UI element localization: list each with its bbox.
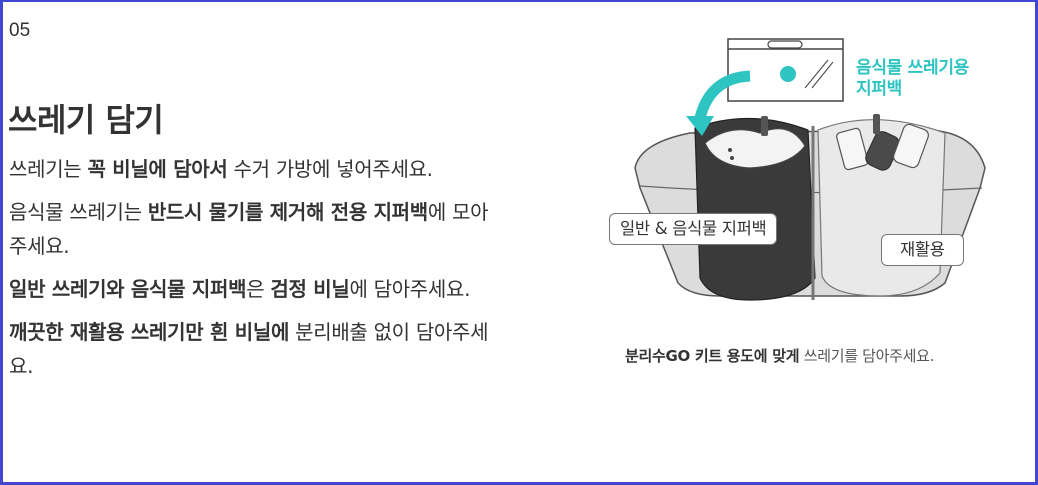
instruction-1: 쓰레기는 꼭 비닐에 담아서 수거 가방에 넣어주세요. bbox=[9, 157, 433, 181]
sorting-kit-illustration bbox=[634, 38, 986, 301]
instruction-4: 깨끗한 재활용 쓰레기만 흰 비닐에 분리배출 없이 담아주세요. bbox=[9, 320, 489, 378]
zipper-bag-label: 음식물 쓰레기용 지퍼백 bbox=[856, 58, 969, 99]
instruction-3: 일반 쓰레기와 음식물 지퍼백은 검정 비닐에 담아주세요. bbox=[9, 277, 471, 301]
illustration-caption: 분리수GO 키트 용도에 맞게 쓰레기를 담아주세요. bbox=[625, 347, 935, 365]
recycle-tag: 재활용 bbox=[881, 234, 964, 266]
section-title: 쓰레기 담기 bbox=[8, 101, 164, 139]
step-number: 05 bbox=[9, 20, 31, 41]
instruction-2: 음식물 쓰레기는 반드시 물기를 제거해 전용 지퍼백에 모아주세요. bbox=[9, 200, 489, 258]
instructions: 쓰레기는 꼭 비닐에 담아서 수거 가방에 넣어주세요. 음식물 쓰레기는 반드… bbox=[9, 152, 499, 392]
general-food-bag-tag: 일반 & 음식물 지퍼백 bbox=[609, 213, 778, 245]
